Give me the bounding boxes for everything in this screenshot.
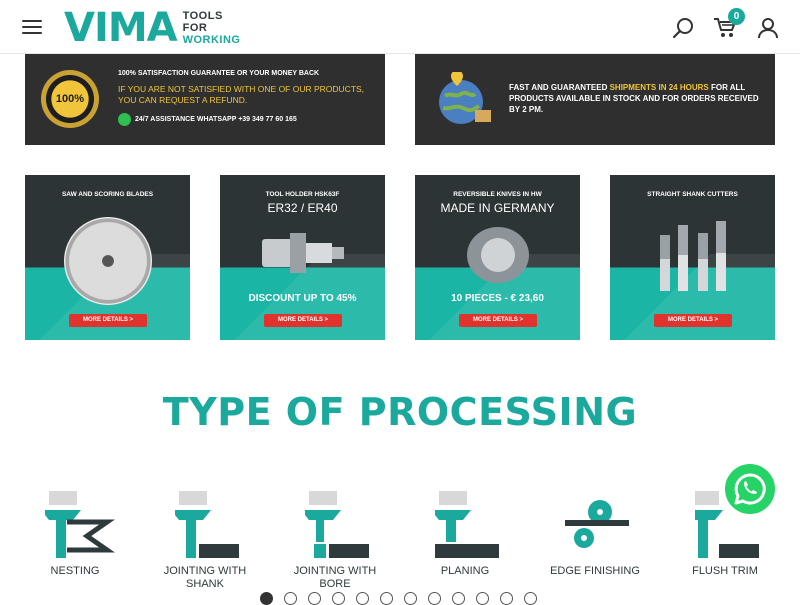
- tile-saw-blades[interactable]: SAW AND SCORING BLADES MORE DETAILS >: [25, 175, 190, 340]
- carousel-dot[interactable]: [404, 592, 417, 605]
- jointing-shank-icon: [175, 491, 239, 558]
- logo-tagline: TOOLS FOR WORKING: [182, 10, 241, 46]
- user-account-icon[interactable]: [756, 16, 780, 40]
- shipping-banner[interactable]: FAST AND GUARANTEED SHIPMENTS IN 24 HOUR…: [415, 54, 775, 145]
- tile-reversible-knives[interactable]: REVERSIBLE KNIVES IN HW MADE IN GERMANY …: [415, 175, 580, 340]
- tile-footer: DISCOUNT UP TO 45%: [248, 293, 357, 304]
- carousel-dot[interactable]: [428, 592, 441, 605]
- whatsapp-small-icon: [118, 113, 131, 126]
- carousel-dot[interactable]: [356, 592, 369, 605]
- processing-label: PLANING: [440, 565, 490, 577]
- tile-heading: SAW AND SCORING BLADES: [61, 191, 154, 198]
- processing-planing[interactable]: PLANING: [410, 488, 520, 588]
- tile-heading: STRAIGHT SHANK CUTTERS: [647, 191, 738, 198]
- processing-label: JOINTING WITH SHANK: [163, 565, 247, 590]
- processing-jointing-shank[interactable]: JOINTING WITH SHANK: [150, 488, 260, 590]
- whatsapp-chat-button[interactable]: [725, 464, 775, 514]
- site-header: VIMA TOOLS FOR WORKING 0: [0, 0, 800, 54]
- nesting-icon: [45, 491, 115, 558]
- menu-icon[interactable]: [22, 20, 42, 34]
- cutters-image: [660, 221, 726, 291]
- globe-shipping-icon: [439, 72, 491, 124]
- processing-flush-trim[interactable]: FLUSH TRIM: [670, 488, 780, 588]
- tile-heading: REVERSIBLE KNIVES IN HW: [453, 191, 542, 198]
- carousel-dot[interactable]: [476, 592, 489, 605]
- carousel-dot[interactable]: [284, 592, 297, 605]
- more-details-button[interactable]: MORE DETAILS >: [459, 314, 537, 327]
- guarantee-body: IF YOU ARE NOT SATISFIED WITH ONE OF OUR…: [118, 84, 365, 105]
- guarantee-seal-icon: 100%: [41, 70, 99, 128]
- knives-image: [467, 227, 529, 283]
- tile-tool-holder[interactable]: TOOL HOLDER HSK63F ER32 / ER40 DISCOUNT …: [220, 175, 385, 340]
- guarantee-title: 100% SATISFACTION GUARANTEE OR YOUR MONE…: [118, 70, 320, 77]
- processing-jointing-bore[interactable]: JOINTING WITH BORE: [280, 488, 390, 590]
- whatsapp-icon: [734, 473, 766, 505]
- carousel-dot[interactable]: [332, 592, 345, 605]
- processing-label: FLUSH TRIM: [692, 565, 758, 577]
- section-title: TYPE OF PROCESSING: [162, 390, 638, 434]
- tile-heading: TOOL HOLDER HSK63F: [265, 191, 340, 198]
- carousel-dot[interactable]: [500, 592, 513, 605]
- saw-blade-image: [64, 217, 152, 305]
- cart-icon[interactable]: 0: [713, 8, 745, 40]
- logo-wordmark: VIMA: [64, 5, 178, 51]
- search-icon[interactable]: [672, 16, 696, 40]
- cart-count-badge: 0: [728, 8, 745, 25]
- site-logo[interactable]: VIMA TOOLS FOR WORKING: [64, 8, 241, 48]
- more-details-button[interactable]: MORE DETAILS >: [264, 314, 342, 327]
- processing-label: NESTING: [50, 565, 100, 577]
- tool-holder-image: [262, 233, 344, 273]
- carousel-dot[interactable]: [260, 592, 273, 605]
- processing-label: JOINTING WITH BORE: [293, 565, 377, 590]
- shipping-text: FAST AND GUARANTEED SHIPMENTS IN 24 HOUR…: [509, 83, 759, 114]
- processing-nesting[interactable]: NESTING: [20, 488, 130, 588]
- more-details-button[interactable]: MORE DETAILS >: [654, 314, 732, 327]
- carousel-dot[interactable]: [380, 592, 393, 605]
- edge-finishing-icon: [565, 500, 629, 548]
- carousel-dot[interactable]: [452, 592, 465, 605]
- planing-icon: [435, 491, 499, 558]
- carousel-dot[interactable]: [524, 592, 537, 605]
- processing-edge-finishing[interactable]: EDGE FINISHING: [540, 488, 650, 588]
- jointing-bore-icon: [305, 491, 369, 558]
- tile-footer: 10 PIECES - € 23,60: [451, 293, 544, 304]
- guarantee-assistance: 24/7 ASSISTANCE WHATSAPP +39 349 77 60 1…: [135, 116, 297, 123]
- processing-label: EDGE FINISHING: [550, 565, 640, 577]
- flush-trim-icon: [695, 491, 759, 558]
- guarantee-banner[interactable]: 100% 100% SATISFACTION GUARANTEE OR YOUR…: [25, 54, 385, 145]
- tile-subheading: MADE IN GERMANY: [440, 201, 555, 215]
- more-details-button[interactable]: MORE DETAILS >: [69, 314, 147, 327]
- carousel-dot[interactable]: [308, 592, 321, 605]
- tile-subheading: ER32 / ER40: [267, 201, 338, 215]
- carousel-pagination: [260, 592, 537, 605]
- tile-straight-shank-cutters[interactable]: STRAIGHT SHANK CUTTERS MORE DETAILS >: [610, 175, 775, 340]
